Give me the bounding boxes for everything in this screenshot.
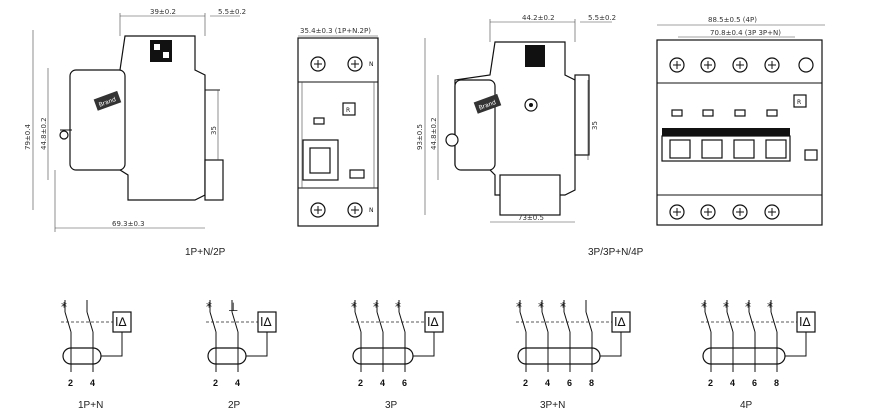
sensor-wire [413,332,435,357]
residual-symbol: I∆ [260,315,273,329]
terminal-label: 6 [402,378,407,388]
dim-side-large-height-inner: 44.8±0.2 [430,117,438,150]
pole-symbol: * [560,300,566,314]
front-small-n-bottom: N [369,207,374,214]
residual-symbol: I∆ [427,315,440,329]
terminal-label: 6 [567,378,572,388]
dim-side-small-height-outer: 79±0.4 [24,124,32,150]
sensor-wire [101,332,123,357]
terminal-label: 2 [708,378,713,388]
pole-symbol: * [745,300,751,314]
current-sensor [62,347,102,365]
dim-side-large-rail: 35 [591,121,599,130]
terminal-label: 4 [545,378,550,388]
front-large-test-button: R [797,99,801,106]
residual-symbol: I∆ [614,315,627,329]
dim-side-large-bottom: 73±0.5 [518,214,544,222]
sensor-wire [600,332,622,357]
dim-front-small-width: 35.4±0.3 (1P+N.2P) [300,27,371,35]
dim-front-large-3p: 70.8±0.4 (3P 3P+N) [710,29,781,37]
dim-side-small-bottom: 69.3±0.3 [112,220,145,228]
dim-side-large-height-outer: 93±0.5 [416,124,424,150]
terminal-label: 4 [730,378,735,388]
front-small-test-button: R [346,107,350,114]
pole-symbol: * [516,300,522,314]
dim-side-large-width: 44.2±0.2 [522,14,555,22]
pole-symbol: * [61,300,67,314]
front-view-small: 35.4±0.3 (1P+N.2P) N R N [297,27,379,227]
dim-side-large-depth: 5.5±0.2 [588,14,616,22]
sensor-wire [785,332,807,357]
terminal-label: 2 [523,378,528,388]
terminal-label: 4 [90,378,95,388]
front-view-large: 88.5±0.5 (4P) 70.8±0.4 (3P 3P+N) R [656,16,825,226]
pole-switch [376,311,384,333]
pole-symbol: * [723,300,729,314]
current-sensor [517,347,601,365]
terminal-label: 6 [752,378,757,388]
pole-symbol: * [206,300,212,314]
front-large-terminals-top [669,57,814,73]
schematic-caption: 3P [385,400,398,411]
pole-switch [231,311,239,333]
pole-symbol: * [373,300,379,314]
dim-side-small-width: 39±0.2 [150,8,176,16]
terminal-label: 2 [213,378,218,388]
pole-symbol: * [701,300,707,314]
dim-side-small-depth: 5.5±0.2 [218,8,246,16]
pole-switch [86,311,94,333]
terminal-label: 4 [235,378,240,388]
terminal-label: 2 [358,378,363,388]
dim-side-small-height-inner: 44.8±0.2 [40,117,48,150]
front-large-terminals-bottom [669,204,780,220]
pole-symbol: * [395,300,401,314]
terminal-label: 4 [380,378,385,388]
terminal-label: 8 [589,378,594,388]
front-small-n-top: N [369,61,374,68]
current-sensor [207,347,247,365]
sensor-wire [246,332,268,357]
side-view-small: 39±0.2 5.5±0.2 79±0.4 44.8±0.2 Brand 35 … [24,8,246,232]
pole-symbol: * [351,300,357,314]
caption-group-a: 1P+N/2P [185,247,226,258]
schematic-caption: 2P [228,400,241,411]
pole-symbol: * [538,300,544,314]
terminal-label: 8 [774,378,779,388]
current-sensor [702,347,786,365]
schematic-caption: 4P [740,400,753,411]
residual-symbol: I∆ [799,315,812,329]
side-view-large: 44.2±0.2 5.5±0.2 93±0.5 44.8±0.2 Brand 3… [416,14,616,223]
pole-switch [541,311,549,333]
wiring-schematics: * 2 4 I∆ 1P+N * 2 ⊥ 4 I∆ 2P * 2 * 4 * 6 I∆ 3P * 2 * 4 * 6 8 I∆ 3P+N… [61,300,816,411]
dim-side-small-rail: 35 [210,126,218,135]
pole-symbol: * [767,300,773,314]
terminal-label: 2 [68,378,73,388]
schematic-caption: 3P+N [540,400,565,411]
dim-front-large-4p: 88.5±0.5 (4P) [708,16,757,24]
pole-switch [726,311,734,333]
pole-symbol: ⊥ [228,300,238,314]
schematic-caption: 1P+N [78,400,103,411]
residual-symbol: I∆ [115,315,128,329]
caption-group-b: 3P/3P+N/4P [588,247,644,258]
